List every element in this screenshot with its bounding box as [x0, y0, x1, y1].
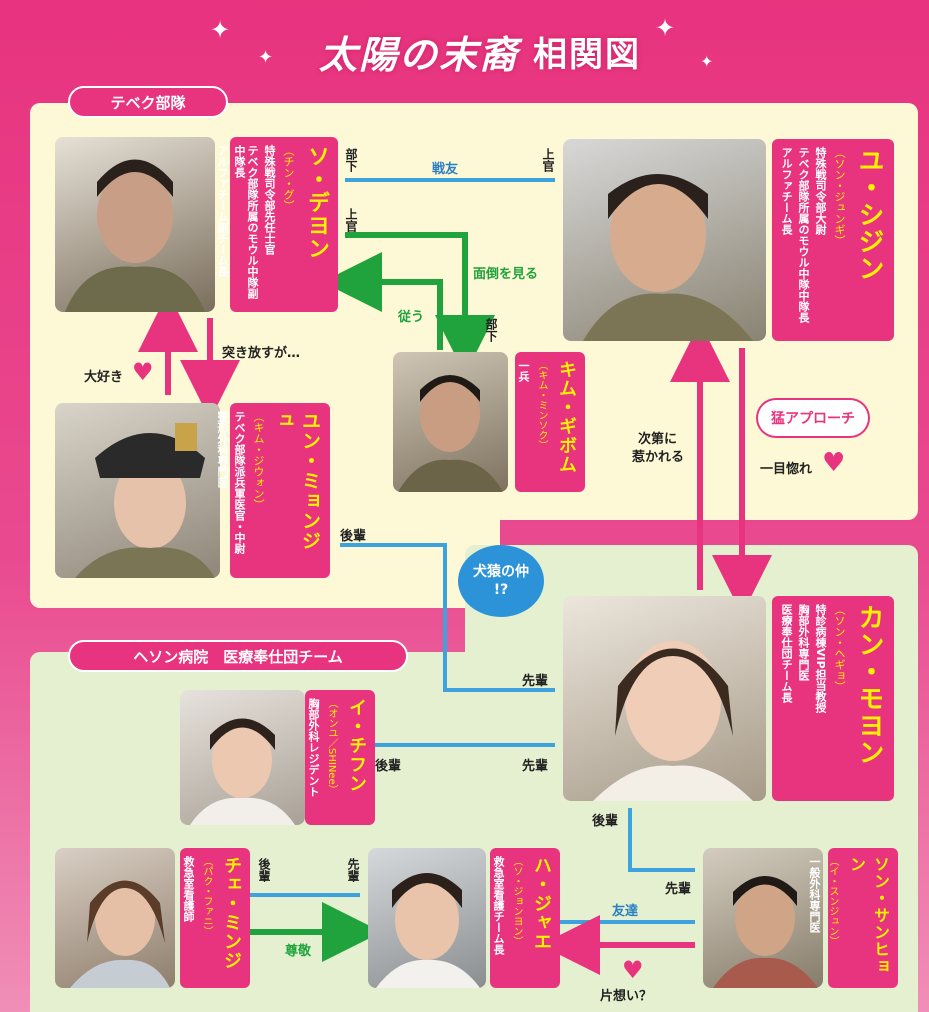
name-so-deyon: ソ・デヨン — [304, 145, 329, 260]
role-so-deyon-1: 特殊戦司令部先任士官 — [263, 145, 276, 255]
card-song-sanhyon: ソン・サンヒョン （イ・スンジュン） 一般外科専門医 — [808, 848, 898, 988]
label-kouhai1: 後輩 — [340, 529, 367, 544]
role-yu-sijin-1: 特殊戦司令部大尉 — [814, 147, 827, 235]
label-senpai4: 先輩 — [346, 858, 360, 882]
name-yu-sijin: ユ・シジン — [854, 147, 884, 282]
sparkle-icon: ✦ — [655, 14, 676, 42]
label-sonkei: 尊敬 — [285, 944, 312, 959]
label-buka2: 部下 — [484, 318, 498, 342]
label-tsukihanasu: 突き放すが… — [222, 346, 301, 361]
name-yun-myonju: ユン・ミョンジュ — [272, 411, 321, 551]
label-buka1: 部下 — [344, 148, 358, 172]
photo-so-deyon — [55, 137, 215, 312]
reading-ha-jae: （ソ・ジョンヨン） — [511, 856, 522, 946]
photo-yu-sijin — [563, 139, 766, 341]
inusaru-line1: 犬猿の仲 — [473, 564, 529, 580]
photo-ha-jae — [368, 848, 486, 988]
inusaru-line2: !? — [493, 582, 509, 598]
role-so-deyon-2: テベク部隊所属のモウル中隊副中隊長 — [233, 145, 259, 299]
label-kataomoi: 片想い？ — [600, 989, 653, 1004]
label-senpai2: 先輩 — [522, 759, 549, 774]
role-kang-moyon-2: 胸部外科専門医 — [797, 604, 810, 681]
line-kang-song — [628, 808, 695, 872]
reading-kang-moyon: （ソン・ヘギョ） — [833, 604, 846, 692]
photo-kang-moyon — [563, 596, 766, 801]
name-choi-minji: チェ・ミンジ — [221, 856, 242, 970]
label-senpai3: 先輩 — [665, 882, 692, 897]
group-tag-haesong: ヘソン病院 医療奉仕団チーム — [68, 640, 408, 672]
reading-kim-gibom: （キム・ミンソク） — [536, 360, 547, 450]
role-so-deyon-3: アルファチーム副チーム長 — [216, 145, 229, 277]
label-kouhai4: 後輩 — [257, 858, 271, 882]
card-so-deyon: ソ・デヨン （チン・グ） 特殊戦司令部先任士官 テベク部隊所属のモウル中隊副中隊… — [216, 137, 338, 312]
reading-song-sanhyon: （イ・スンジュン） — [827, 856, 838, 946]
role-ha-jae-1: 救急室看護チーム長 — [492, 856, 505, 955]
page-title: 太陽の末裔 相関図 — [300, 16, 660, 86]
label-shidai-1: 次第に — [638, 432, 678, 447]
label-senyu: 戦友 — [432, 162, 459, 177]
role-song-sanhyon-1: 一般外科専門医 — [808, 856, 821, 933]
sparkle-icon: ✦ — [700, 52, 714, 71]
label-joukan2: 上官 — [344, 208, 358, 232]
role-kang-moyon-3: 医療奉仕団チーム長 — [780, 604, 793, 703]
sparkle-icon: ✦ — [258, 47, 274, 68]
reading-so-deyon: （チン・グ） — [282, 145, 295, 211]
role-yun-myonju-1: テベク部隊派兵軍医官・中尉 — [233, 411, 246, 554]
label-senpai1: 先輩 — [522, 674, 549, 689]
photo-song-sanhyon — [703, 848, 823, 988]
arrow-shitagau — [322, 252, 443, 350]
bubble-inusaru: 犬猿の仲 !? — [458, 545, 544, 617]
label-hitome: 一目惚れ — [760, 462, 813, 477]
name-kim-gibom: キム・ギボム — [556, 360, 577, 474]
label-mendou: 面倒を見る — [473, 267, 539, 282]
name-ha-jae: ハ・ジャエ — [531, 856, 552, 951]
role-kang-moyon-1: 特診病棟VIP担当教授 — [814, 604, 827, 713]
name-song-sanhyon: ソン・サンヒョン — [847, 856, 890, 975]
arrow-mendou — [345, 232, 495, 375]
reading-choi-minji: （パク・ファニ） — [201, 856, 212, 936]
card-choi-minji: チェ・ミンジ （パク・ファニ） 救急室看護師 — [180, 848, 250, 988]
group-tag-tebek: テベク部隊 — [68, 86, 228, 118]
heart-icon: ♥ — [132, 358, 154, 386]
photo-kim-gibom — [393, 352, 508, 492]
bubble-mou-approach: 猛アプローチ — [758, 400, 868, 436]
label-tomodachi: 友達 — [612, 904, 639, 919]
role-kim-gibom-1: 一兵 — [517, 360, 530, 382]
heart-icon: ♥ — [622, 956, 644, 984]
card-lee-chifun: イ・チフン （オンユ／SHINee） 胸部外科レジデント — [305, 690, 375, 825]
card-kang-moyon: カン・モヨン （ソン・ヘギョ） 特診病棟VIP担当教授 胸部外科専門医 医療奉仕… — [772, 596, 894, 801]
label-shidai-2: 惹かれる — [632, 450, 685, 465]
role-yu-sijin-2: テベク部隊所属のモウル中隊中隊長 — [797, 147, 810, 323]
reading-lee-chifun: （オンユ／SHINee） — [326, 698, 337, 795]
role-yun-myonju-2: 整形外科専門医 — [216, 411, 229, 488]
card-kim-gibom: キム・ギボム （キム・ミンソク） 一兵 — [515, 352, 585, 492]
role-choi-minji-1: 救急室看護師 — [182, 856, 195, 922]
sparkle-icon: ✦ — [210, 16, 231, 44]
line-inusaru — [340, 543, 555, 692]
label-joukan1: 上官 — [541, 148, 555, 172]
role-yu-sijin-3: アルファチーム長 — [780, 147, 793, 235]
card-ha-jae: ハ・ジャエ （ソ・ジョンヨン） 救急室看護チーム長 — [490, 848, 560, 988]
card-yu-sijin: ユ・シジン （ソン・ジュンギ） 特殊戦司令部大尉 テベク部隊所属のモウル中隊中隊… — [772, 139, 894, 341]
photo-choi-minji — [55, 848, 175, 988]
label-daisuki: 大好き — [84, 370, 124, 385]
heart-icon: ♥ — [822, 448, 846, 478]
label-kouhai3: 後輩 — [592, 814, 619, 829]
card-yun-myonju: ユン・ミョンジュ （キム・ジウォン） テベク部隊派兵軍医官・中尉 整形外科専門医 — [216, 403, 330, 578]
name-lee-chifun: イ・チフン — [346, 698, 367, 793]
reading-yu-sijin: （ソン・ジュンギ） — [833, 147, 846, 246]
label-shitagau: 従う — [398, 310, 425, 325]
role-lee-chifun-1: 胸部外科レジデント — [307, 698, 320, 797]
name-kang-moyon: カン・モヨン — [854, 604, 884, 766]
photo-yun-myonju — [55, 403, 220, 578]
title-sub: 相関図 — [533, 34, 641, 75]
title-main: 太陽の末裔 — [318, 31, 519, 77]
label-kouhai2: 後輩 — [375, 759, 402, 774]
photo-lee-chifun — [180, 690, 305, 825]
reading-yun-myonju: （キム・ジウォン） — [252, 411, 265, 510]
